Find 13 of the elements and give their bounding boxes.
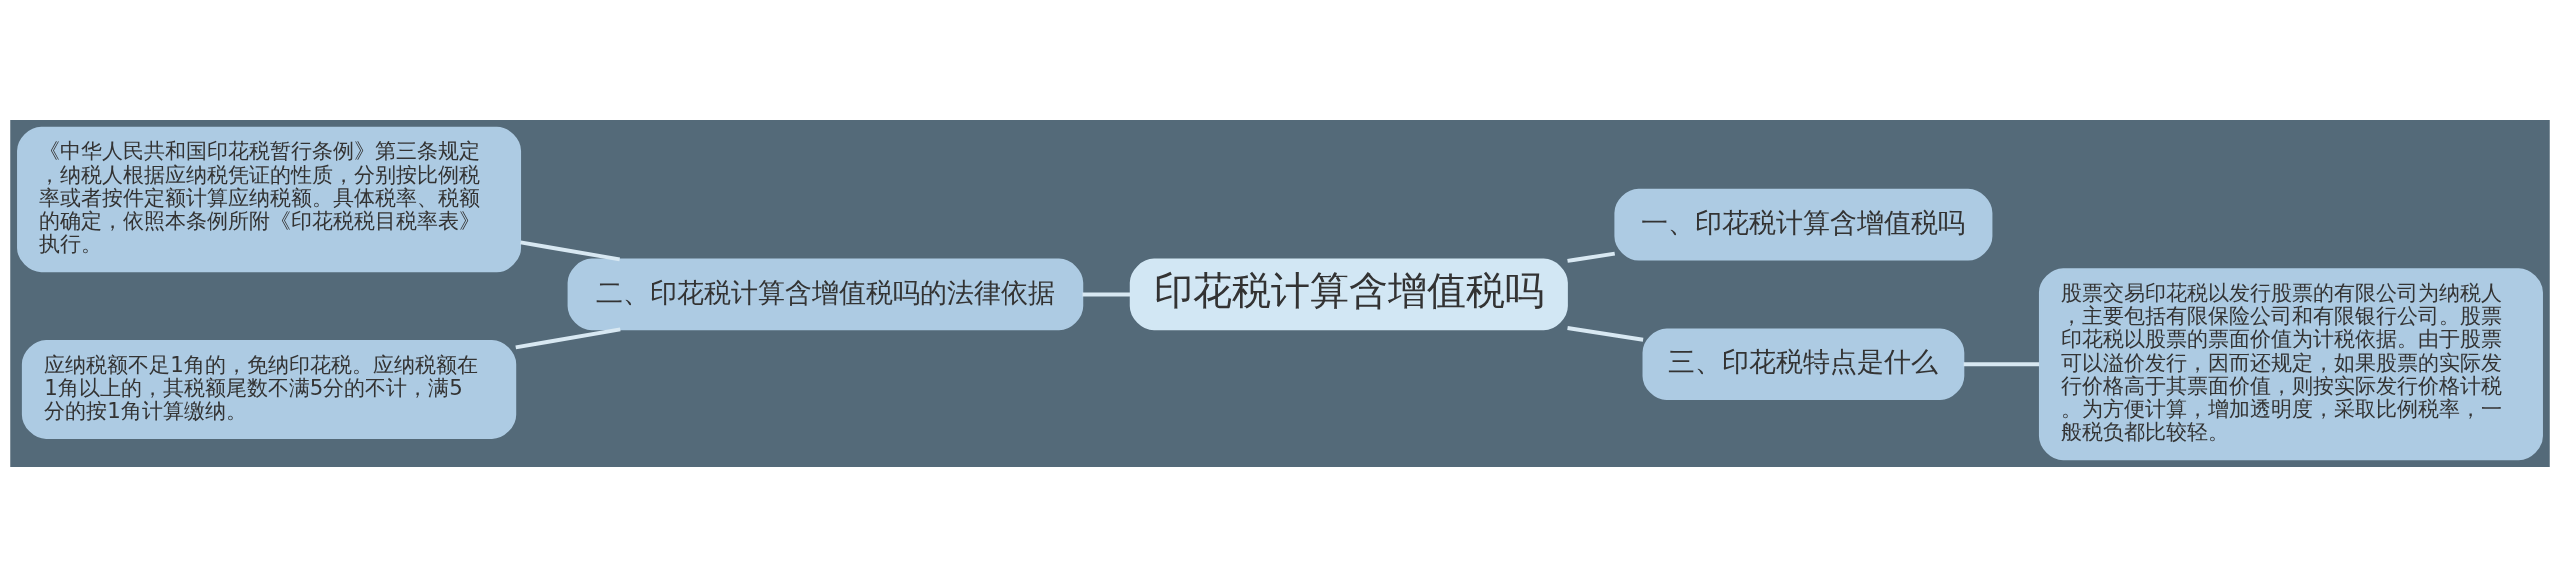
connector [1963,362,2040,367]
node-box: 《中华人民共和国印花税暂行条例》第三条规定，纳税人根据应纳税凭证的性质，分别按比例税率或者按件定额计算应纳税额。具体税率、税额的确定，依照本条例所附《印花税税目税率表》执行。 [17,126,522,273]
node-box: 三、印花税特点是什么 [1642,328,1965,401]
node-box: 应纳税额不足1角的，免纳印花税。应纳税额在1角以上的，其税额尾数不满5分的不计，满5分的按1角计算缴纳。 [21,340,517,439]
connector [1567,251,1616,263]
node-box: 股票交易印花税以发行股票的有限公司为纳税人，主要包括有限保险公司和有限银行公司。股票印花税以股票的票面价值为计税依据。由于股票可以溢价发行，因而还规定，如果股票的实际发行价格高于其票面价值，则按实际发行价格计税。为方便计算，增加透明度，采取比例税率，一般税负都比较轻。 [2038,268,2543,461]
connector [520,240,620,262]
node-box: 印花税计算含增值税吗 [1129,258,1568,331]
connector [515,327,621,350]
connector [1567,326,1644,342]
connector [1082,292,1131,297]
node-box: 二、印花税计算含增值税吗的法律依据 [567,258,1084,331]
node-box: 一、印花税计算含增值税吗 [1614,188,1993,261]
